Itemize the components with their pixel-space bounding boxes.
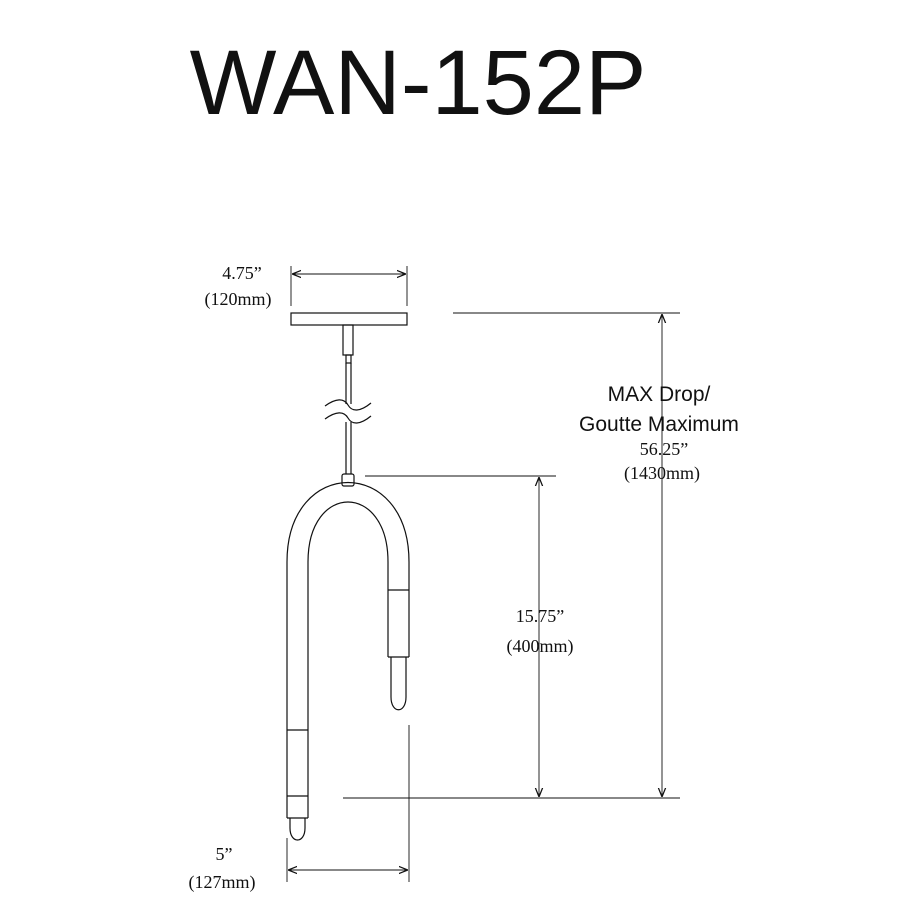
max-drop-label-fr: Goutte Maximum <box>579 413 739 436</box>
body-height-imperial: 15.75” <box>516 606 565 626</box>
canopy-width-imperial: 4.75” <box>222 263 262 283</box>
body-width-metric: (127mm) <box>189 872 256 893</box>
body-height-metric: (400mm) <box>507 636 574 657</box>
max-drop-dimension: MAX Drop/ Goutte Maximum 56.25” (1430mm) <box>343 312 739 799</box>
fixture-outline <box>286 312 410 841</box>
canopy-width-metric: (120mm) <box>205 289 272 310</box>
body-height-dimension: 15.75” (400mm) <box>365 475 574 796</box>
max-drop-metric: (1430mm) <box>624 463 700 484</box>
max-drop-label-en: MAX Drop/ <box>608 383 711 406</box>
body-width-imperial: 5” <box>216 844 233 864</box>
model-title: WAN-152P <box>190 32 647 134</box>
canopy-width-dimension: 4.75” (120mm) <box>205 263 408 310</box>
body-width-dimension: 5” (127mm) <box>189 725 410 893</box>
max-drop-imperial: 56.25” <box>640 439 689 459</box>
